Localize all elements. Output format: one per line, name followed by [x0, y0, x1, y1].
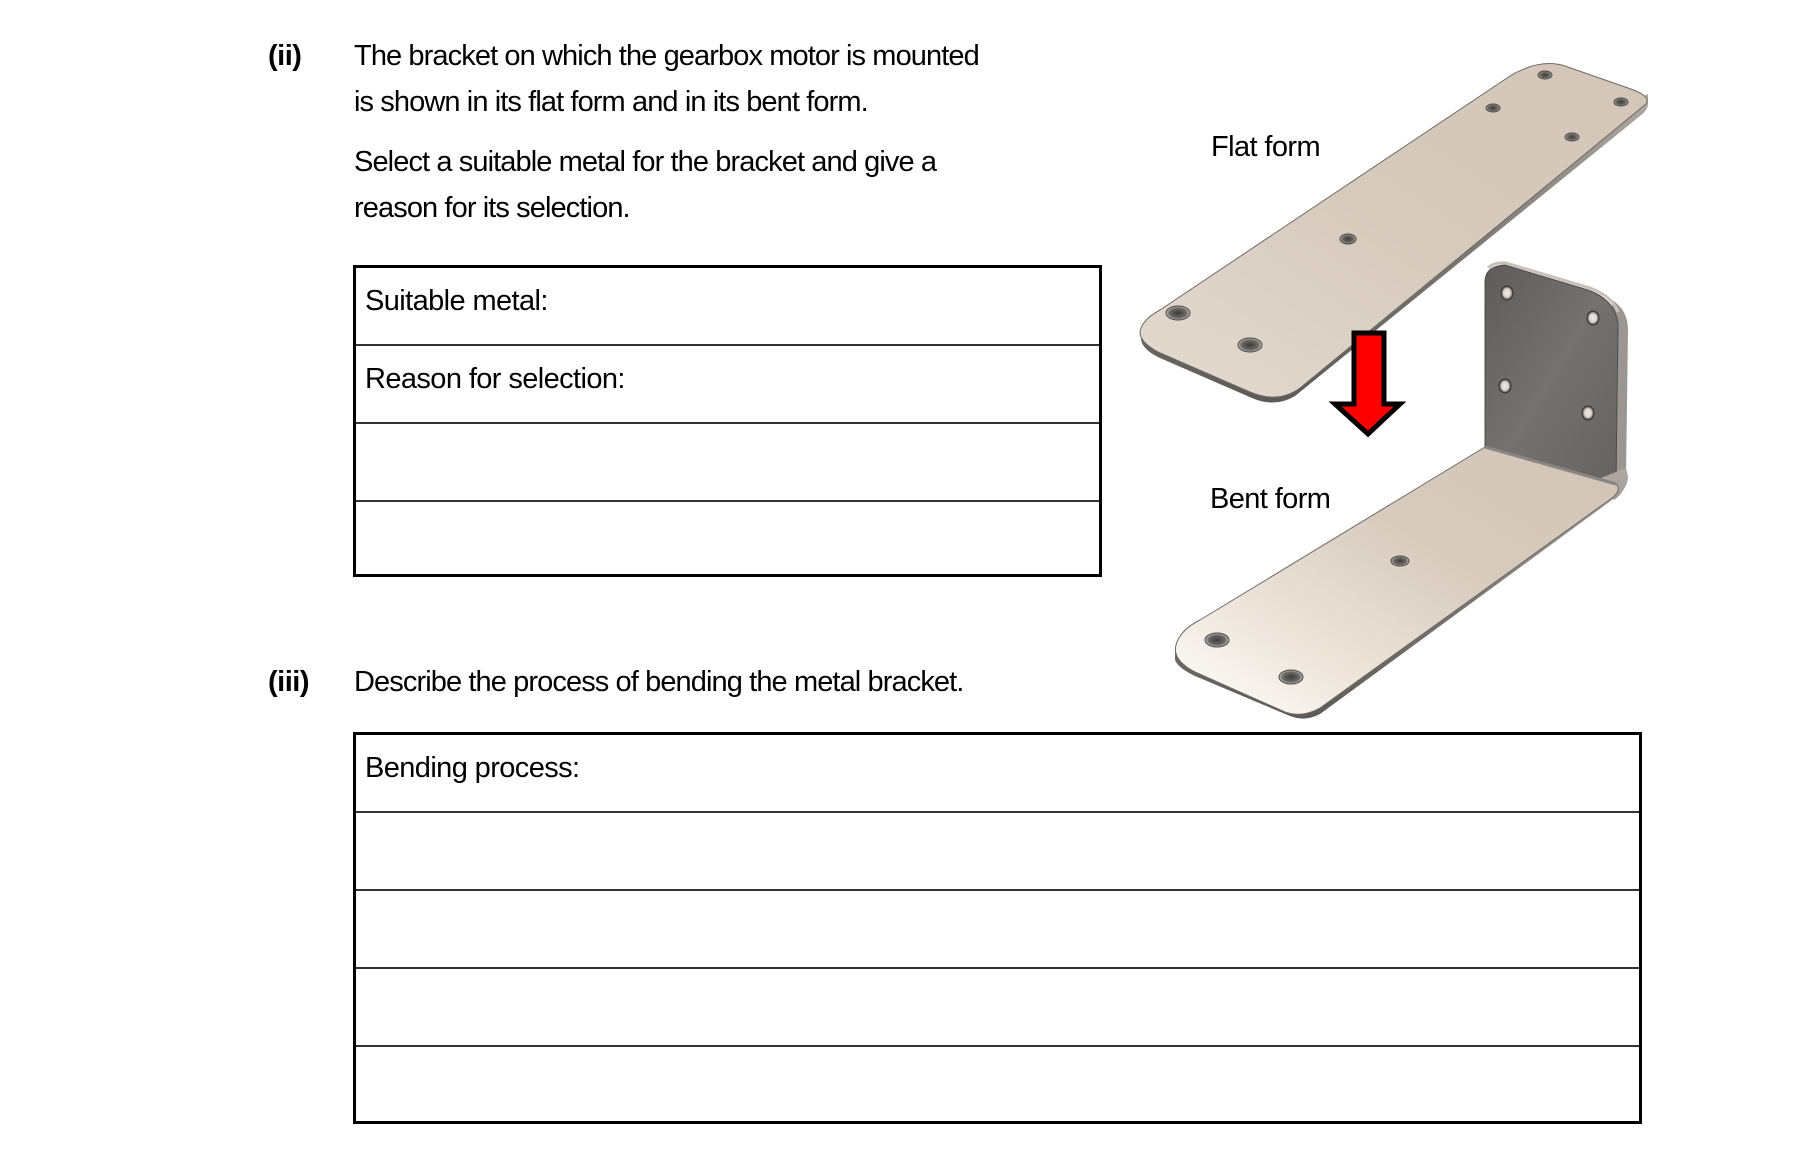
question-ii-instruction-line-2: reason for its selection.	[354, 192, 631, 224]
question-number-ii: (ii)	[268, 40, 302, 72]
answer-row-blank[interactable]	[356, 1047, 1639, 1125]
flat-form-label: Flat form	[1211, 131, 1321, 163]
down-arrow-icon	[1328, 330, 1407, 438]
answer-row-bending-process[interactable]: Bending process:	[356, 735, 1639, 813]
question-ii-intro-line-1: The bracket on which the gearbox motor i…	[354, 40, 980, 72]
answer-row-suitable-metal[interactable]: Suitable metal:	[356, 268, 1099, 346]
answer-row-reason-for-selection[interactable]: Reason for selection:	[356, 346, 1099, 424]
question-iii-prompt: Describe the process of bending the meta…	[354, 666, 964, 698]
bending-process-input[interactable]	[356, 735, 1639, 811]
reason-answer-line-1[interactable]	[356, 424, 1099, 500]
answer-row-blank[interactable]	[356, 424, 1099, 502]
bending-process-answer-table: Bending process:	[353, 732, 1642, 1125]
question-ii-instruction: Select a suitable metal for the bracket …	[354, 139, 937, 231]
answer-row-blank[interactable]	[356, 969, 1639, 1047]
bent-form-label: Bent form	[1210, 483, 1331, 515]
bending-process-line-1[interactable]	[356, 813, 1639, 889]
bending-process-line-4[interactable]	[356, 1047, 1639, 1125]
reason-for-selection-input[interactable]	[356, 346, 1099, 422]
answer-row-blank[interactable]	[356, 813, 1639, 891]
answer-row-blank[interactable]	[356, 891, 1639, 969]
flat-form-bracket-drawing	[1139, 63, 1648, 403]
bending-process-line-2[interactable]	[356, 891, 1639, 967]
question-ii-intro: The bracket on which the gearbox motor i…	[354, 33, 980, 125]
question-ii-instruction-line-1: Select a suitable metal for the bracket …	[354, 146, 937, 178]
bending-process-line-3[interactable]	[356, 969, 1639, 1045]
suitable-metal-input[interactable]	[356, 268, 1099, 344]
answer-row-blank[interactable]	[356, 502, 1099, 580]
question-ii-intro-line-2: is shown in its flat form and in its ben…	[354, 86, 869, 118]
metal-selection-answer-table: Suitable metal: Reason for selection:	[353, 265, 1102, 580]
question-number-iii: (iii)	[268, 666, 310, 698]
reason-answer-line-2[interactable]	[356, 502, 1099, 580]
bent-form-bracket-drawing	[1174, 261, 1628, 719]
